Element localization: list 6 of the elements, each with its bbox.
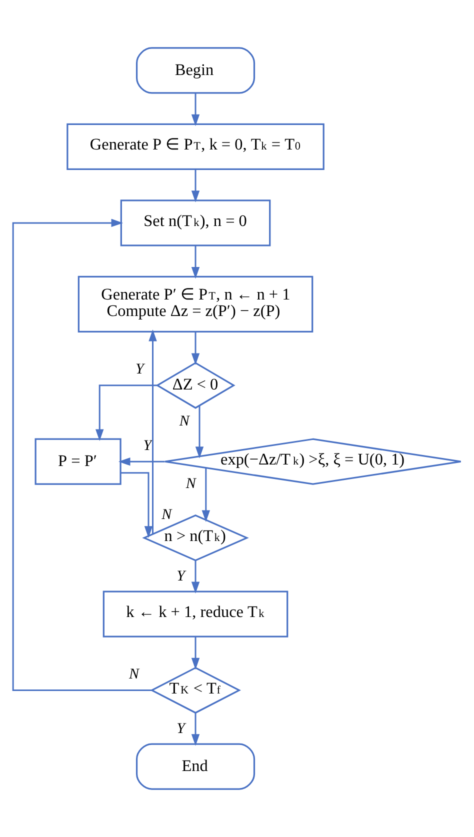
edge-label: Y (135, 362, 144, 378)
edge-label: Y (176, 568, 186, 585)
edge-label: N (179, 414, 190, 430)
edge-label: Y (143, 438, 152, 454)
edge-label: N (128, 666, 139, 682)
edge-label: Y (176, 721, 186, 738)
